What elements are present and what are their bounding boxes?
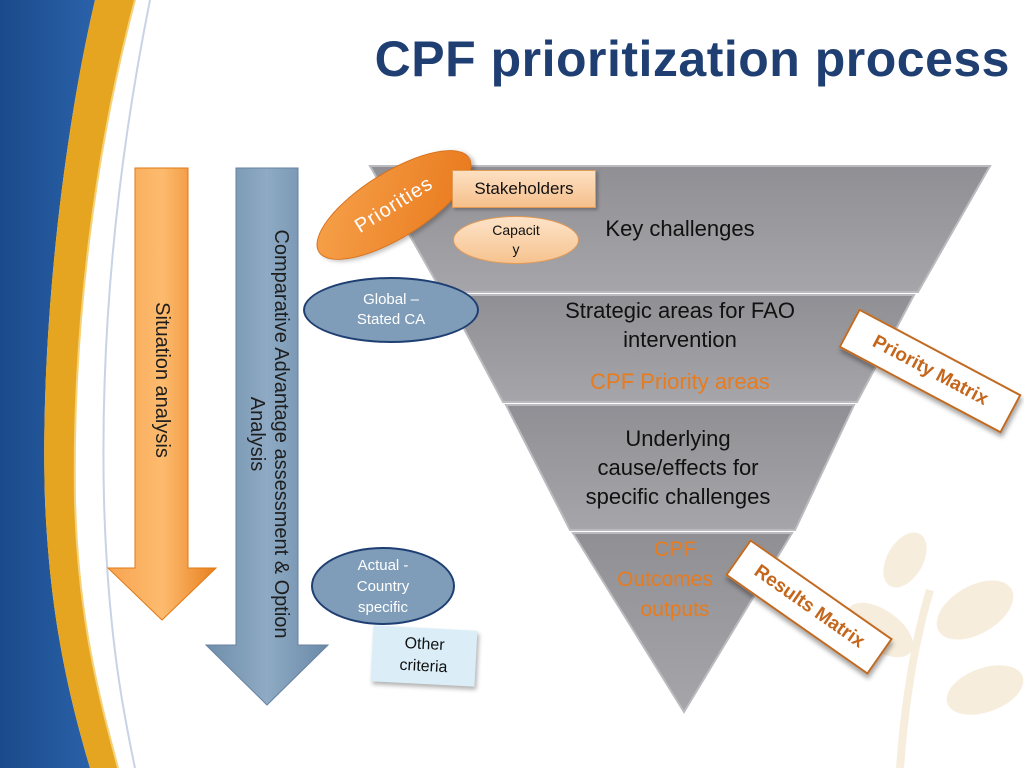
tier2-text: Strategic areas for FAO intervention CPF… xyxy=(520,296,840,396)
gold-curve xyxy=(44,0,136,768)
gold-highlight xyxy=(73,0,136,768)
other-criteria-box: Other criteria xyxy=(370,625,478,687)
actual-line2: Country xyxy=(356,577,410,595)
left-blue-band xyxy=(0,0,95,768)
global-line2: Stated CA xyxy=(356,311,426,328)
tier4-line3: outputs xyxy=(640,598,710,621)
actual-country-specific: Actual - Country specific xyxy=(311,547,455,625)
other-line1: Other xyxy=(404,634,446,655)
tier4-line2: Outcomes xyxy=(617,568,713,591)
tier2-sub: CPF Priority areas xyxy=(590,369,770,394)
tier3-line1: Underlying xyxy=(625,426,731,451)
actual-line3: specific xyxy=(357,598,409,616)
capacity-shape: Capacit y xyxy=(453,216,579,264)
capacity-line2: y xyxy=(512,241,520,257)
capacity-line1: Capacit xyxy=(492,222,540,238)
tier2-line1: Strategic areas for FAO xyxy=(565,298,795,323)
tier1-text: Key challenges xyxy=(605,216,755,241)
actual-line1: Actual - xyxy=(357,556,409,574)
tier3-line2: cause/effects for xyxy=(597,455,759,480)
tier4-text: CPF Outcomes outputs xyxy=(585,535,765,625)
thin-curve xyxy=(102,0,151,768)
tier3-line3: specific challenges xyxy=(585,484,771,509)
stakeholders-text: Stakeholders xyxy=(474,179,574,198)
situation-label: Situation analysis xyxy=(151,302,173,458)
other-line2: criteria xyxy=(399,656,448,677)
comparative-label-wrap: Comparative Advantage assessment & Optio… xyxy=(241,209,293,659)
page-title: CPF prioritization process xyxy=(374,31,1010,87)
situation-arrow xyxy=(106,167,218,621)
global-line1: Global – xyxy=(363,291,419,308)
tier3-text: Underlying cause/effects for specific ch… xyxy=(540,424,816,511)
tier4-line1: CPF xyxy=(654,538,696,561)
tier2-line2: intervention xyxy=(623,327,737,352)
comparative-label: Comparative Advantage assessment & Optio… xyxy=(246,229,292,639)
funnel-tier-3 xyxy=(504,404,856,531)
stakeholders-box: Stakeholders xyxy=(452,170,596,208)
funnel-tier-2 xyxy=(444,294,916,403)
comparative-arrow xyxy=(204,167,330,706)
global-stated-ca: Global – Stated CA xyxy=(303,277,479,343)
